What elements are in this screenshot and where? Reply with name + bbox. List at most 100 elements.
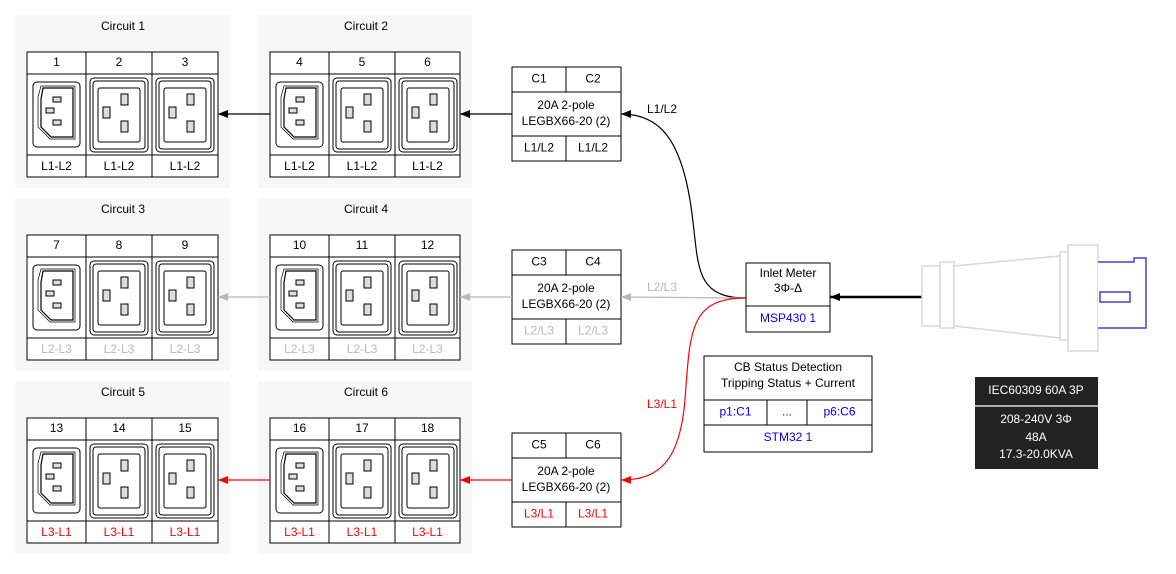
- outlet-phase: L1-L2: [170, 159, 201, 173]
- inlet-current: 48A: [1025, 430, 1046, 444]
- circuit-title: Circuit 1: [101, 19, 145, 33]
- outlet-phase: L2-L3: [104, 342, 135, 356]
- outlet-number: 9: [182, 238, 189, 252]
- inlet-voltage: 208-240V 3Φ: [1000, 412, 1072, 426]
- outlet-phase: L3-L1: [412, 525, 443, 539]
- c19-outlet-icon: [332, 443, 392, 519]
- outlet-number: 15: [178, 421, 192, 435]
- edge-label-l2-l3: L2/L3: [647, 280, 677, 294]
- cb-status-subtitle: Tripping Status + Current: [721, 376, 856, 390]
- cb-port: p6:C6: [823, 405, 855, 419]
- c13-outlet-icon: [32, 264, 81, 331]
- outlet-phase: L2-L3: [412, 342, 443, 356]
- outlet-number: 6: [424, 55, 431, 69]
- c13-outlet-icon: [275, 264, 324, 331]
- c13-outlet-icon: [32, 81, 81, 148]
- breaker-phase: L3/L1: [524, 507, 554, 521]
- outlet-number: 4: [296, 55, 303, 69]
- outlet: 4L1-L2: [269, 51, 330, 178]
- outlet-phase: L3-L1: [104, 525, 135, 539]
- breaker-pole: C5: [531, 438, 547, 452]
- breaker-pole: C4: [585, 255, 601, 269]
- circuit-title: Circuit 4: [344, 202, 388, 216]
- outlet-phase: L1-L2: [104, 159, 135, 173]
- iec60309-plug-icon: [921, 244, 1147, 352]
- c19-outlet-icon: [398, 77, 458, 153]
- breaker-pole: C2: [585, 72, 601, 86]
- breaker-phase: L2/L3: [578, 324, 608, 338]
- outlet-number: 16: [293, 421, 307, 435]
- edge-label-l3-l1: L3/L1: [647, 397, 677, 411]
- outlet-number: 1: [53, 55, 60, 69]
- breaker-rating: 20A 2-pole: [537, 464, 595, 478]
- cb-status-mcu: STM32 1: [764, 430, 813, 444]
- breaker-pole: C1: [531, 72, 547, 86]
- cb-port: p1:C1: [719, 405, 751, 419]
- c19-outlet-icon: [89, 77, 149, 153]
- outlet-phase: L2-L3: [347, 342, 378, 356]
- breaker-phase: L3/L1: [578, 507, 608, 521]
- outlet-phase: L1-L2: [284, 159, 315, 173]
- breaker-pole: C6: [585, 438, 601, 452]
- outlet-phase: L2-L3: [284, 342, 315, 356]
- outlet-phase: L3-L1: [347, 525, 378, 539]
- breaker-phase: L1/L2: [524, 141, 554, 155]
- outlet-phase: L3-L1: [170, 525, 201, 539]
- edge-label-l1-l2: L1/L2: [647, 102, 677, 116]
- meter-title: Inlet Meter: [760, 266, 817, 280]
- c19-outlet-icon: [398, 443, 458, 519]
- outlet-number: 17: [355, 421, 369, 435]
- breaker-model: LEGBX66-20 (2): [522, 480, 611, 494]
- outlet-phase: L1-L2: [347, 159, 378, 173]
- meter-config: 3Φ-Δ: [774, 281, 802, 295]
- outlet: 2L1-L2: [85, 51, 153, 178]
- breaker-rating: 20A 2-pole: [537, 281, 595, 295]
- outlet: 8L2-L3: [85, 234, 153, 361]
- outlet-number: 12: [421, 238, 435, 252]
- c19-outlet-icon: [398, 260, 458, 336]
- circuit-title: Circuit 5: [101, 385, 145, 399]
- c19-outlet-icon: [332, 77, 392, 153]
- breaker-model: LEGBX66-20 (2): [522, 297, 611, 311]
- outlet-phase: L2-L3: [41, 342, 72, 356]
- breaker-rating: 20A 2-pole: [537, 98, 595, 112]
- outlet: 3L1-L2: [151, 51, 219, 178]
- edge-l2-l3: [620, 293, 747, 302]
- c13-outlet-icon: [32, 447, 81, 514]
- circuit-title: Circuit 2: [344, 19, 388, 33]
- outlet-number: 14: [112, 421, 126, 435]
- edge-l1-l2: [620, 110, 747, 299]
- c13-outlet-icon: [275, 81, 324, 148]
- outlet: 7L2-L3: [26, 234, 87, 361]
- outlet-phase: L3-L1: [41, 525, 72, 539]
- circuit-title: Circuit 3: [101, 202, 145, 216]
- breaker-phase: L1/L2: [578, 141, 608, 155]
- c19-outlet-icon: [155, 260, 215, 336]
- breaker-pole: C3: [531, 255, 547, 269]
- outlet-phase: L2-L3: [170, 342, 201, 356]
- outlet: 9L2-L3: [151, 234, 219, 361]
- outlet-number: 7: [53, 238, 60, 252]
- breaker-model: LEGBX66-20 (2): [522, 114, 611, 128]
- outlet-phase: L1-L2: [412, 159, 443, 173]
- cb-status-title: CB Status Detection: [734, 360, 842, 374]
- outlet-number: 10: [293, 238, 307, 252]
- outlet-number: 13: [50, 421, 64, 435]
- outlet-number: 8: [116, 238, 123, 252]
- circuit-title: Circuit 6: [344, 385, 388, 399]
